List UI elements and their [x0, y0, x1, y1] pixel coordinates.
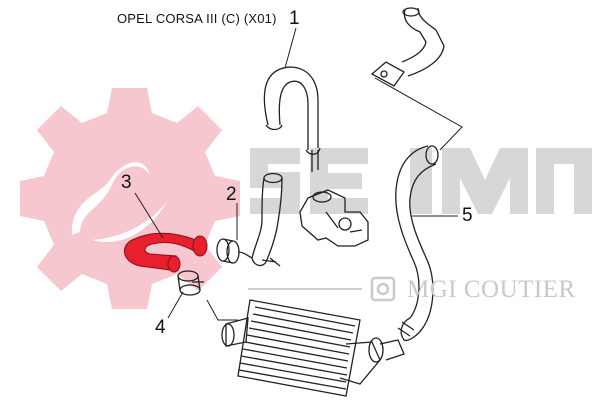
part-1-curved-hose[interactable]	[263, 66, 321, 172]
callout-1[interactable]: 1	[289, 8, 300, 29]
callout-5[interactable]: 5	[462, 205, 473, 226]
watermark-company-name: MGI COUTIER	[407, 276, 576, 303]
callout-4[interactable]: 4	[155, 317, 166, 338]
leader-lines	[134, 27, 463, 321]
callout-3[interactable]: 3	[121, 172, 132, 193]
part-thermostat-housing	[299, 189, 369, 247]
part-bracket-pipe	[370, 7, 445, 87]
part-3-red-hose[interactable]	[124, 232, 208, 273]
part-intercooler	[221, 299, 405, 397]
watermark-seim-letters	[250, 148, 592, 214]
watermark-mgi-coutier-logo	[248, 276, 396, 302]
part-5-long-hose[interactable]	[395, 145, 439, 342]
watermark-gear-logo	[20, 88, 240, 309]
callout-2[interactable]: 2	[226, 184, 237, 205]
part-4-short-sleeve[interactable]	[177, 270, 204, 296]
part-2-hose-coupling[interactable]	[216, 172, 283, 267]
diagram-title: OPEL CORSA III (C) (X01)	[117, 11, 277, 26]
